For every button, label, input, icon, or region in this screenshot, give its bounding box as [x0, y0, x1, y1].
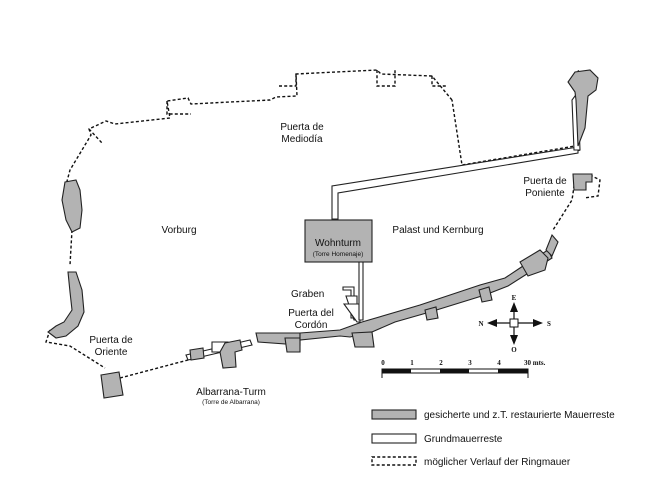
legend-label-dashed: möglicher Verlauf der Ringmauer — [424, 457, 571, 468]
compass-rose: E O N S — [478, 294, 551, 354]
label-albarrana: Albarrana-Turm — [196, 387, 266, 398]
label-puerta-oriente-1: Puerta de — [89, 335, 133, 346]
label-puerta-poniente-1: Puerta de — [523, 176, 567, 187]
label-wohnturm: Wohnturm — [315, 238, 361, 249]
label-vorburg: Vorburg — [161, 225, 196, 236]
legend: gesicherte und z.T. restaurierte Mauerre… — [371, 409, 615, 468]
legend-swatch-dashed — [371, 456, 417, 466]
legend-swatch-filled — [371, 409, 417, 420]
compass-label-west: O — [511, 346, 517, 354]
label-puerta-mediodia-2: Mediodía — [281, 134, 323, 145]
scale-tick-end: 30 mts. — [524, 359, 546, 367]
compass-label-north: N — [478, 320, 483, 328]
label-puerta-oriente-2: Oriente — [95, 347, 128, 358]
label-puerta-poniente-2: Poniente — [525, 188, 565, 199]
scale-bar: 0 1 2 3 4 30 mts. — [381, 359, 546, 378]
compass-label-east: E — [512, 294, 517, 302]
label-graben: Graben — [291, 289, 324, 300]
legend-swatch-outline — [371, 433, 417, 444]
scale-tick-0: 0 — [381, 359, 385, 367]
west-arrow-icon — [487, 319, 497, 327]
label-torre-albarrana: (Torre de Albarrana) — [202, 399, 260, 406]
label-puerta-cordon-1: Puerta del — [288, 308, 334, 319]
label-palast: Palast und Kernburg — [392, 225, 483, 236]
legend-label-outline: Grundmauerreste — [424, 434, 503, 445]
scale-tick-2: 2 — [439, 359, 443, 367]
compass-label-south: S — [547, 320, 551, 328]
label-puerta-mediodia-1: Puerta de — [280, 122, 324, 133]
east-arrow-icon — [533, 319, 543, 327]
legend-label-filled: gesicherte und z.T. restaurierte Mauerre… — [424, 410, 615, 421]
scale-tick-1: 1 — [410, 359, 414, 367]
scale-tick-4: 4 — [497, 359, 501, 367]
restored-walls — [47, 69, 599, 399]
label-torre-homenaje: (Torre Homenaje) — [313, 251, 364, 258]
label-puerta-cordon-2: Cordón — [295, 320, 328, 331]
south-arrow-icon — [510, 335, 518, 345]
north-arrow-icon — [510, 302, 518, 312]
scale-tick-3: 3 — [468, 359, 472, 367]
map-labels: Puerta de Mediodía Puerta de Poniente Vo… — [89, 122, 567, 406]
